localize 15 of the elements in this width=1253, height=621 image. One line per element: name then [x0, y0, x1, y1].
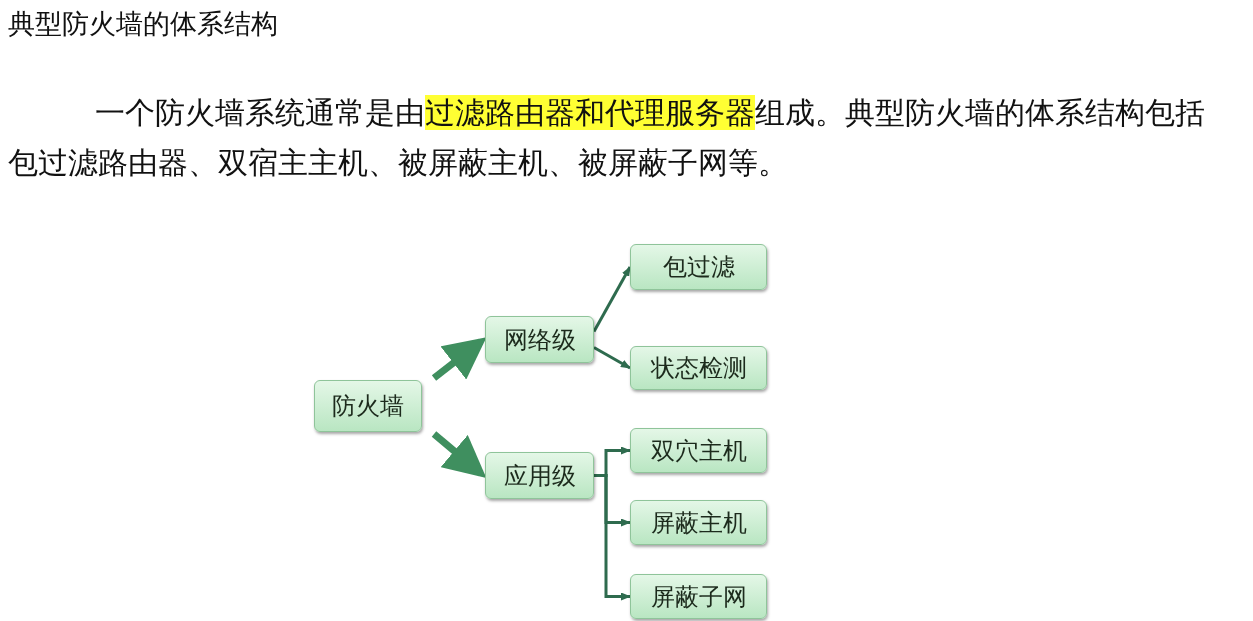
process-box: 包过滤	[630, 244, 767, 290]
arrow	[594, 474, 631, 601]
process-box: 屏蔽主机	[630, 500, 767, 545]
process-box: 双穴主机	[630, 428, 767, 473]
arrow	[431, 431, 487, 478]
arrow	[593, 346, 631, 370]
arrow	[431, 337, 487, 381]
process-box: 状态检测	[630, 346, 767, 390]
process-box: 屏蔽子网	[630, 574, 767, 619]
process-box: 网络级	[485, 316, 594, 363]
arrow	[592, 266, 632, 333]
process-box: 防火墙	[314, 380, 422, 432]
paragraph: 一个防火墙系统通常是由过滤路由器和代理服务器组成。典型防火墙的体系结构包括包过滤路由器、双宿主主机、被屏蔽主机、被屏蔽子网等。	[8, 94, 1206, 182]
title: 典型防火墙的体系结构	[8, 7, 278, 41]
process-box: 应用级	[485, 452, 594, 499]
